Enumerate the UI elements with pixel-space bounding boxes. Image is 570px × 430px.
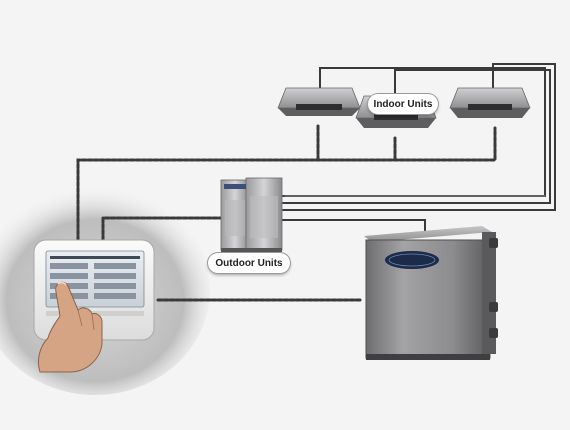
- indoor-unit-3: [449, 87, 531, 118]
- piping-network: [76, 63, 556, 302]
- indoor-unit-1: [277, 87, 361, 116]
- hand-icon: [37, 281, 103, 373]
- indoor-units-label: Indoor Units: [368, 94, 438, 114]
- outdoor-units-label-text: Outdoor Units: [215, 257, 283, 269]
- large-unit: [364, 226, 498, 360]
- outdoor-units: [220, 177, 283, 252]
- indoor-units-label-text: Indoor Units: [373, 98, 433, 110]
- outdoor-units-label: Outdoor Units: [208, 253, 290, 273]
